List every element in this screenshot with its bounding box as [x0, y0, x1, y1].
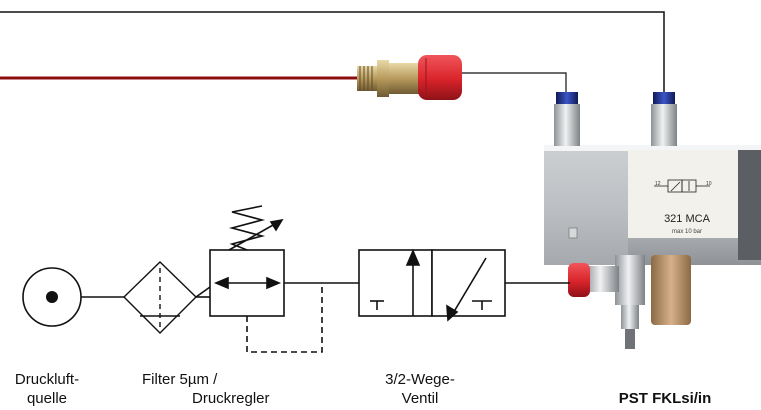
left-push-fitting	[554, 92, 580, 146]
valve-symbol	[358, 248, 506, 322]
label-valve: 3/2-Wege- Ventil	[385, 371, 455, 407]
brass-connector	[357, 60, 419, 97]
valve-symbol-mini	[654, 179, 710, 193]
valve-body: 321 MCA max 10 bar 12 10	[544, 145, 761, 265]
bottom-port	[568, 255, 645, 349]
product-label: PST FKLsi/in	[618, 390, 712, 407]
label-source: Druckluft- quelle	[14, 371, 80, 407]
red-cap	[418, 55, 462, 100]
silencer	[651, 255, 691, 325]
fitting-line	[462, 72, 567, 92]
valve-model-text: 321 MCA	[664, 213, 711, 225]
right-push-fitting	[651, 92, 677, 146]
regulator-symbol	[195, 205, 323, 353]
air-source-symbol	[22, 267, 82, 327]
valve-pressure-text: max 10 bar	[672, 229, 702, 235]
svg-text:10: 10	[706, 181, 712, 187]
pilot-line	[0, 11, 665, 92]
filter-symbol	[123, 261, 197, 334]
label-filter: Filter 5µm / Druckregler	[142, 371, 270, 407]
svg-text:12: 12	[655, 181, 661, 187]
valve-label-plate	[628, 150, 746, 238]
